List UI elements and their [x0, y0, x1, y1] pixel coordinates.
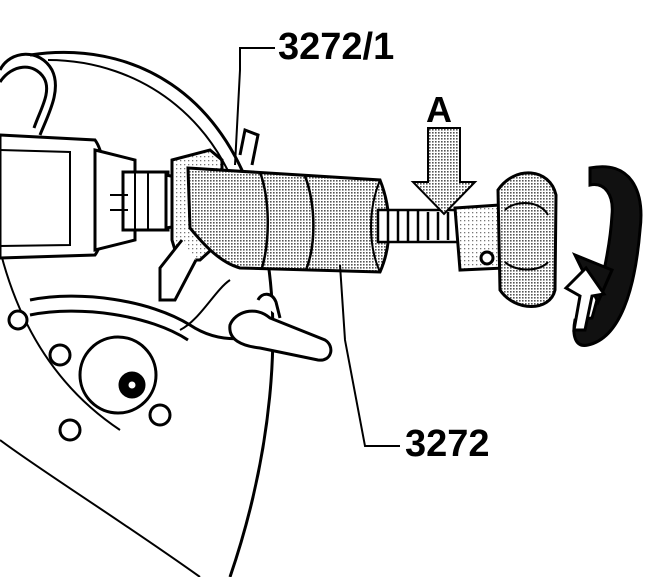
- arrow-down-icon: [410, 127, 478, 216]
- label-tool-adapter: 3272/1: [278, 26, 395, 68]
- hub-center: [7, 309, 172, 442]
- brake-line: [0, 52, 57, 136]
- leader-lines: [234, 47, 400, 447]
- puller-nut: [453, 171, 558, 308]
- rotate-arrow-icon: [563, 165, 643, 347]
- puller-thread: [376, 208, 465, 244]
- hub-housing: [0, 133, 108, 260]
- adjuster-lever: [228, 292, 333, 362]
- puller-3272: [186, 166, 391, 274]
- label-view-arrow: A: [426, 89, 452, 130]
- label-tool-puller: 3272: [405, 423, 490, 465]
